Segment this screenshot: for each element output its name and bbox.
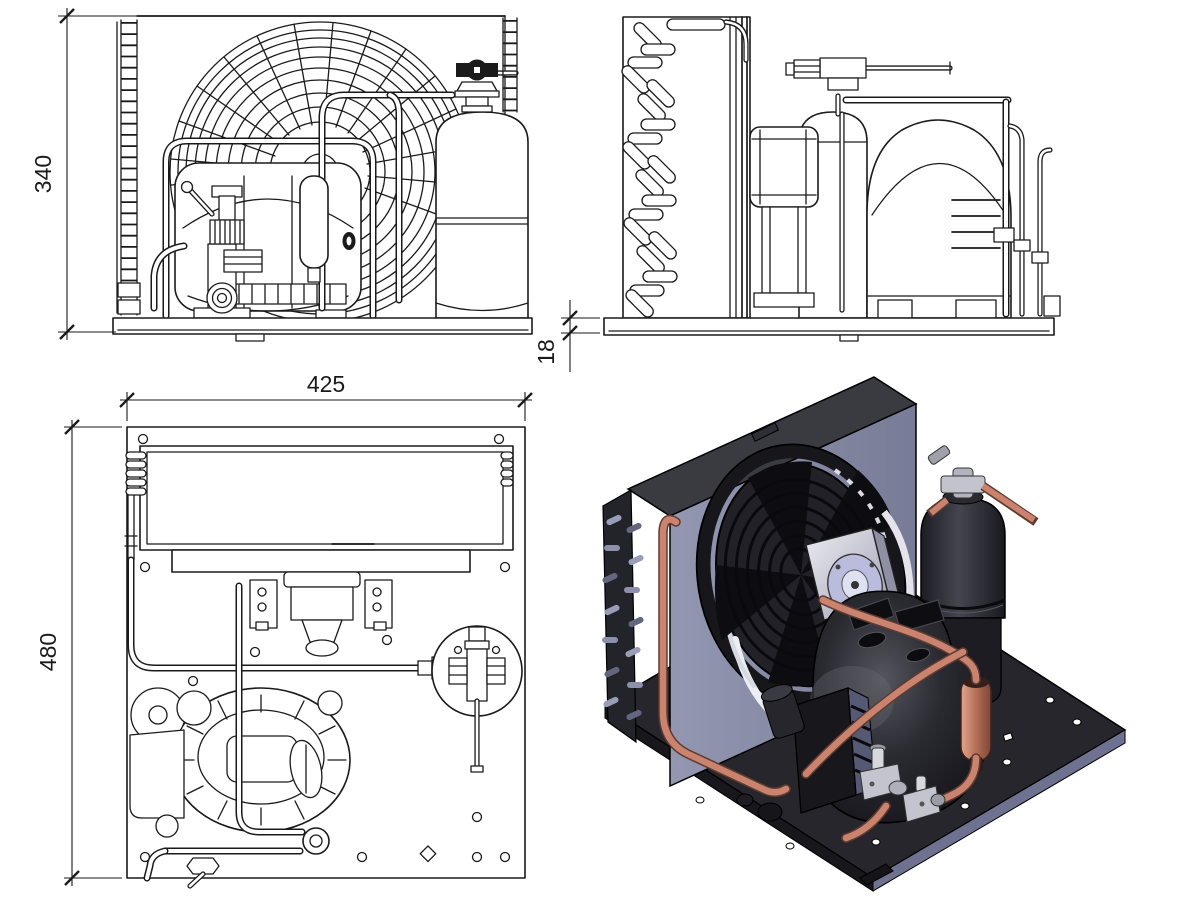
mounting-frame: [842, 96, 1012, 318]
fan-pulley-top: [129, 687, 212, 838]
left-bracket-top: [129, 729, 185, 819]
rotolock-valve: [456, 59, 498, 81]
coil-fins-right: [502, 17, 518, 113]
fan-motor-bracket-top: [249, 571, 393, 657]
filter-drier-front: [299, 175, 329, 283]
receiver-bottle-front: [435, 59, 529, 319]
service-valve-front: [180, 180, 263, 319]
dimension-base-height: 18: [533, 300, 600, 372]
coil-support-plate: [171, 549, 471, 573]
grommet: [757, 802, 783, 822]
dim-label-425: 425: [307, 371, 345, 397]
dim-label-480: 480: [35, 633, 61, 671]
coil-fins-left: [116, 19, 141, 316]
plate-foot-tab: [859, 863, 894, 886]
base-plate-front: [112, 317, 533, 342]
receiver-valve-iso: [926, 445, 1039, 526]
service-valve-side: [785, 57, 953, 117]
compressor-band: [225, 283, 347, 305]
condenser-coil-top: [124, 445, 514, 573]
dimension-base-depth: 480: [35, 419, 122, 886]
dimension-front-height: 340: [30, 8, 142, 340]
knurled-nut: [209, 219, 245, 245]
fin-hatch-pattern: [621, 22, 678, 318]
capacitor: [760, 684, 805, 739]
iso-copper-loops: [801, 595, 981, 843]
dim-label-18: 18: [533, 339, 559, 365]
front-view: 340: [30, 8, 533, 342]
vertical-pipe-top: [235, 582, 330, 855]
top-view: 425 480: [35, 371, 533, 889]
iso-service-valves: [859, 743, 946, 823]
dim-label-340: 340: [30, 155, 56, 193]
dimension-base-width: 425: [119, 371, 533, 421]
right-pipes: [993, 123, 1061, 317]
plate-holes: [137, 433, 511, 863]
compressor-side: [866, 119, 1012, 319]
isometric-view: [602, 376, 1127, 892]
fan-motor-side: [749, 126, 819, 308]
iso-fin-pills: [602, 514, 644, 721]
compressor-front: [162, 137, 377, 320]
bottom-pipe-top: [143, 847, 304, 889]
base-plate-side: [603, 317, 1055, 342]
condenser-coil-side: [621, 16, 751, 319]
iso-copper-suction-line: [658, 514, 791, 797]
refrigerant-pipes-top: [127, 556, 422, 672]
iso-coil-fins: [602, 488, 637, 744]
side-view: 18: [533, 16, 1061, 372]
discharge-pipes: [150, 70, 519, 312]
service-valve-top-view: [417, 625, 523, 773]
